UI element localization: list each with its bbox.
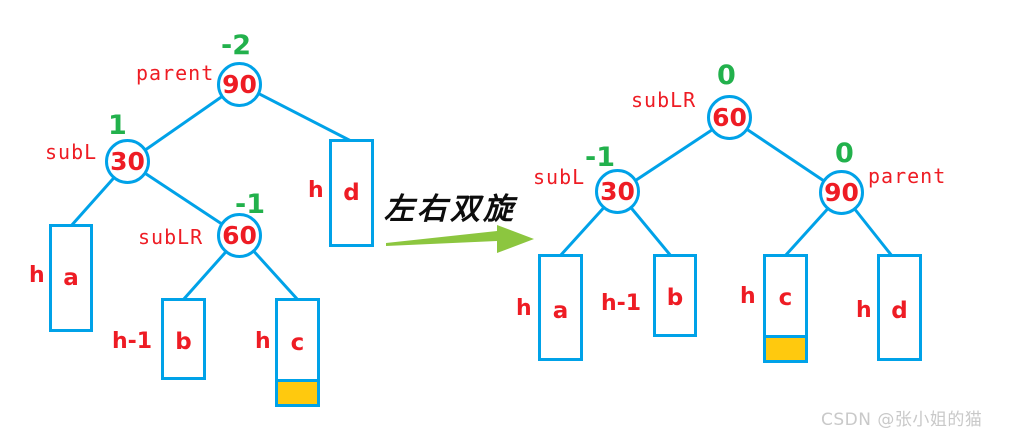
subtree-b-after: b [653,254,697,337]
subtree-name: d [343,180,360,206]
balance-factor: 0 [835,138,854,169]
subtree-d: d [329,139,374,247]
balance-factor: -1 [235,189,265,220]
subtree-name: a [63,265,79,291]
rotation-arrow [386,225,534,253]
subtree-c: c [275,298,320,407]
node-label-subL: subL [533,165,586,189]
node-label-subLR: subLR [631,88,697,112]
rotation-caption: 左右双旋 [384,192,516,227]
subtree-name: b [175,329,192,355]
node-label-subLR: subLR [138,225,204,249]
subtree-height-label: h-1 [601,291,642,316]
subtree-d-after: d [877,254,922,361]
tree-node-90: 90 [217,62,262,107]
tree-node-30-after: 30 [595,169,640,214]
subtree-height-label: h [740,284,756,309]
node-label-subL: subL [45,140,98,164]
height-increase-highlight [278,379,317,404]
node-value: 30 [600,177,635,206]
node-value: 90 [222,70,257,99]
balance-factor: 1 [108,110,127,141]
balance-factor: -2 [221,30,251,61]
watermark: CSDN @张小姐的猫 [821,410,983,430]
subtree-height-label: h [255,329,271,354]
node-value: 60 [222,221,257,250]
subtree-name: b [666,285,684,311]
tree-node-60-after: 60 [707,95,752,140]
node-value: 60 [712,103,747,132]
subtree-height-label: h [29,263,45,288]
balance-factor: -1 [585,142,615,173]
node-label-parent: parent [136,61,215,85]
subtree-height-label: h [856,298,872,323]
balance-factor: 0 [717,60,736,91]
subtree-height-label: h-1 [112,329,153,354]
tree-node-90-after: 90 [819,170,864,215]
tree-node-30: 30 [105,139,150,184]
node-value: 30 [110,147,145,176]
subtree-name: d [891,298,908,324]
subtree-name: a [552,298,569,324]
subtree-height-label: h [308,178,324,203]
subtree-name: c [290,330,305,356]
subtree-c-after: c [763,254,808,363]
subtree-b: b [161,298,206,380]
subtree-name: c [778,285,793,311]
node-value: 90 [824,178,859,207]
subtree-a: a [49,224,93,332]
height-increase-highlight [766,335,805,360]
subtree-a-after: a [538,254,583,361]
subtree-height-label: h [516,296,532,321]
node-label-parent: parent [868,164,947,188]
tree-node-60: 60 [217,213,262,258]
